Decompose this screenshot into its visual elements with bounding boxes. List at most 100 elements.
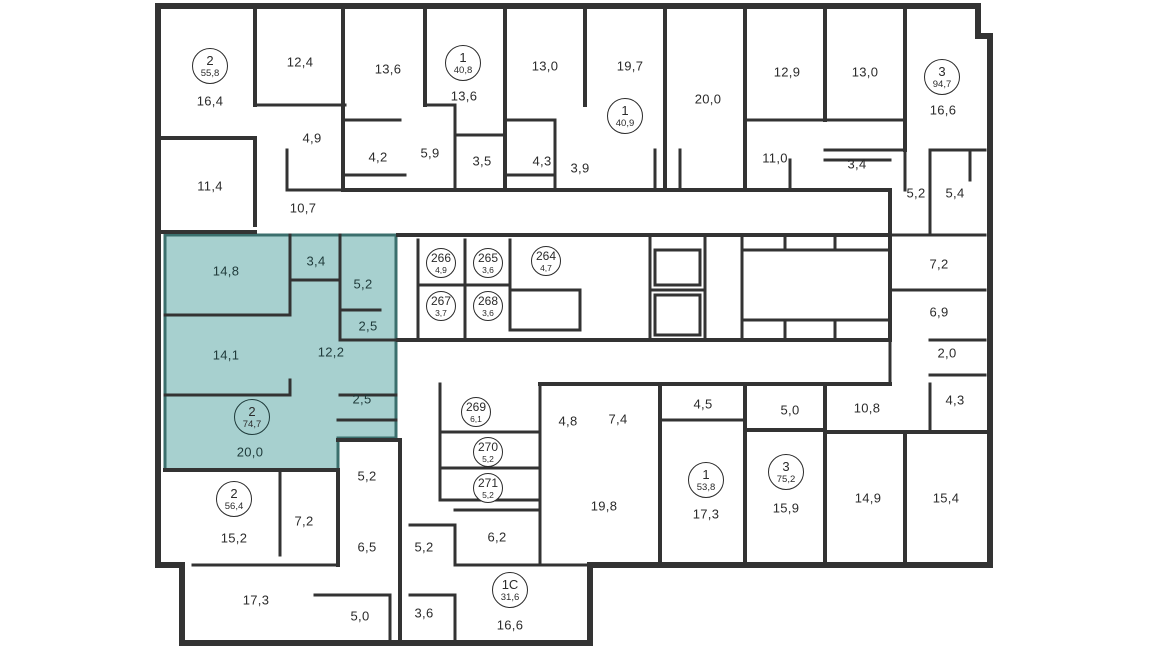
room-area: 12,2 bbox=[317, 344, 345, 360]
room-area: 12,4 bbox=[286, 54, 314, 70]
room-area: 3,6 bbox=[414, 605, 434, 621]
room-area: 16,6 bbox=[496, 617, 524, 633]
room-area: 13,6 bbox=[374, 61, 402, 77]
badge-rooms: 2 bbox=[206, 52, 214, 68]
room-area: 13,6 bbox=[450, 88, 478, 104]
badge-rooms: 265 bbox=[477, 250, 499, 265]
badge-rooms: 269 bbox=[465, 399, 487, 414]
badge-rooms: 1 bbox=[621, 102, 629, 118]
room-area: 4,5 bbox=[693, 396, 713, 412]
room-area: 13,0 bbox=[531, 58, 559, 74]
room-area: 7,2 bbox=[294, 513, 314, 529]
badge-rooms: 267 bbox=[430, 293, 452, 308]
room-area: 5,0 bbox=[350, 608, 370, 624]
room-area: 16,4 bbox=[196, 93, 224, 109]
badge-area: 75,2 bbox=[776, 473, 796, 485]
badge-rooms: 1С bbox=[501, 576, 519, 592]
room-area: 10,7 bbox=[289, 200, 317, 216]
room-area: 4,3 bbox=[945, 392, 965, 408]
room-area: 5,4 bbox=[945, 185, 965, 201]
room-area: 4,2 bbox=[368, 149, 388, 165]
room-area: 11,4 bbox=[197, 178, 223, 194]
selected-apartment[interactable] bbox=[163, 233, 398, 472]
room-area: 19,8 bbox=[590, 498, 618, 514]
badge-area: 5,2 bbox=[482, 453, 494, 464]
room-area: 5,9 bbox=[420, 145, 440, 161]
badge-area: 3,6 bbox=[482, 307, 494, 318]
room-area: 6,9 bbox=[929, 304, 949, 320]
room-area: 15,4 bbox=[932, 490, 960, 506]
room-area: 12,9 bbox=[773, 64, 801, 80]
badge-area: 4,7 bbox=[540, 262, 552, 273]
walls bbox=[155, 3, 993, 646]
room-area: 11,0 bbox=[762, 150, 788, 166]
room-area: 4,9 bbox=[302, 130, 322, 146]
room-area: 19,7 bbox=[616, 58, 644, 74]
room-area: 2,0 bbox=[937, 345, 957, 361]
room-area: 2,5 bbox=[358, 318, 378, 334]
room-area: 20,0 bbox=[236, 444, 264, 460]
room-area: 3,4 bbox=[847, 156, 867, 172]
badge-area: 5,2 bbox=[482, 489, 494, 500]
badge-rooms: 3 bbox=[782, 458, 790, 474]
room-area: 5,2 bbox=[357, 468, 377, 484]
room-area: 4,8 bbox=[558, 413, 578, 429]
badge-area: 6,1 bbox=[470, 413, 482, 424]
badge-area: 3,7 bbox=[435, 307, 447, 318]
room-area: 5,2 bbox=[906, 185, 926, 201]
room-area: 6,2 bbox=[487, 529, 507, 545]
badge-area: 53,8 bbox=[696, 481, 716, 493]
badge-rooms: 268 bbox=[477, 293, 499, 308]
room-area: 20,0 bbox=[694, 91, 722, 107]
room-area: 14,8 bbox=[212, 263, 240, 279]
room-area: 7,2 bbox=[929, 256, 949, 272]
badge-area: 40,9 bbox=[615, 117, 635, 129]
badge-rooms: 3 bbox=[938, 63, 946, 79]
badge-rooms: 1 bbox=[459, 49, 467, 65]
badge-area: 56,4 bbox=[224, 500, 244, 512]
badge-rooms: 266 bbox=[430, 250, 452, 265]
room-area: 6,5 bbox=[357, 539, 377, 555]
room-area: 3,9 bbox=[570, 160, 590, 176]
badge-rooms: 264 bbox=[535, 248, 557, 263]
room-area: 15,9 bbox=[772, 500, 800, 516]
badge-rooms: 270 bbox=[477, 439, 499, 454]
badge-area: 31,6 bbox=[500, 591, 520, 603]
room-area: 3,5 bbox=[472, 153, 492, 169]
room-area: 15,2 bbox=[220, 530, 248, 546]
room-area: 4,3 bbox=[532, 153, 552, 169]
room-area: 5,2 bbox=[353, 276, 373, 292]
badge-rooms: 1 bbox=[702, 466, 710, 482]
badge-area: 55,8 bbox=[200, 67, 220, 79]
room-area: 5,2 bbox=[414, 539, 434, 555]
badge-area: 74,7 bbox=[242, 418, 262, 430]
room-area: 10,8 bbox=[853, 400, 881, 416]
room-area: 14,1 bbox=[212, 347, 240, 363]
room-area: 7,4 bbox=[608, 411, 628, 427]
room-area: 17,3 bbox=[692, 506, 720, 522]
badge-rooms: 2 bbox=[248, 403, 256, 419]
badge-rooms: 2 bbox=[230, 485, 238, 501]
room-area: 5,0 bbox=[780, 402, 800, 418]
room-area: 17,3 bbox=[242, 592, 270, 608]
badge-area: 94,7 bbox=[932, 78, 952, 90]
